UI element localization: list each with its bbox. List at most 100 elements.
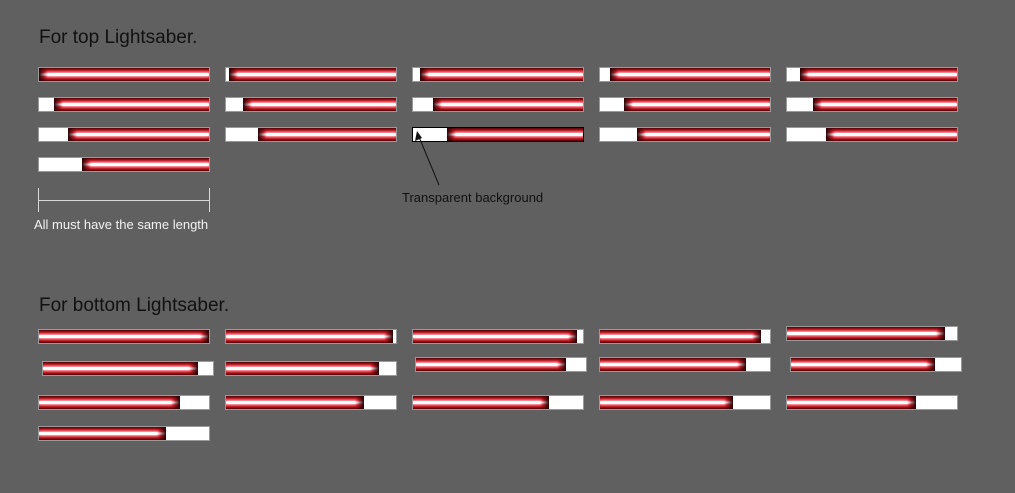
top-saber-frame: [599, 97, 771, 112]
blade-core: [821, 103, 957, 106]
measure-label: All must have the same length: [34, 217, 209, 232]
top-saber-frame: [786, 97, 958, 112]
bottom-saber-frame: [786, 326, 958, 341]
blade-core: [645, 133, 770, 136]
top-saber-frame: [225, 67, 397, 82]
blade-core: [76, 133, 209, 136]
bottom-saber-frame: [38, 395, 210, 410]
blade-core: [416, 363, 558, 366]
lightsaber-blade: [600, 358, 746, 371]
lightsaber-blade: [229, 68, 396, 81]
blade-core: [47, 73, 209, 76]
lightsaber-blade: [226, 330, 393, 343]
lightsaber-blade: [791, 358, 935, 371]
lightsaber-blade: [600, 396, 733, 409]
blade-core: [90, 163, 209, 166]
top-saber-frame: [786, 67, 958, 82]
blade-core: [226, 401, 356, 404]
lightsaber-blade: [243, 98, 396, 111]
lightsaber-blade: [413, 330, 577, 343]
lightsaber-blade: [826, 128, 957, 141]
top-saber-frame: [225, 127, 397, 142]
lightsaber-blade: [39, 427, 166, 440]
blade-core: [413, 335, 569, 338]
bottom-saber-frame: [225, 361, 397, 376]
top-saber-frame: [412, 67, 584, 82]
lightsaber-blade: [813, 98, 957, 111]
top-heading: For top Lightsaber.: [39, 27, 198, 48]
lightsaber-blade: [226, 362, 379, 375]
blade-core: [39, 401, 172, 404]
blade-core: [251, 103, 396, 106]
lightsaber-blade: [600, 330, 761, 343]
blade-core: [441, 103, 583, 106]
top-saber-frame: [38, 67, 210, 82]
blade-core: [39, 335, 201, 338]
top-saber-frame: [225, 97, 397, 112]
blade-core: [600, 401, 725, 404]
top-saber-frame: [599, 67, 771, 82]
blade-core: [791, 363, 927, 366]
lightsaber-blade: [637, 128, 770, 141]
bottom-saber-frame: [412, 395, 584, 410]
bottom-saber-frame: [42, 361, 214, 376]
lightsaber-blade: [610, 68, 770, 81]
blade-core: [39, 432, 158, 435]
lightsaber-blade: [433, 98, 583, 111]
lightsaber-blade: [39, 396, 180, 409]
blade-core: [226, 335, 385, 338]
top-saber-frame: [412, 127, 584, 142]
bottom-saber-frame: [225, 395, 397, 410]
top-saber-frame: [412, 97, 584, 112]
lightsaber-blade: [787, 327, 945, 340]
top-saber-frame: [38, 127, 210, 142]
blade-core: [43, 367, 190, 370]
blade-core: [266, 133, 396, 136]
top-saber-frame: [38, 97, 210, 112]
lightsaber-blade: [624, 98, 770, 111]
bottom-saber-frame: [790, 357, 962, 372]
top-saber-frame: [786, 127, 958, 142]
transparent-background-label: Transparent background: [402, 190, 544, 205]
blade-core: [808, 73, 957, 76]
blade-core: [834, 133, 957, 136]
lightsaber-blade: [43, 362, 198, 375]
top-saber-frame: [38, 157, 210, 172]
blade-core: [632, 103, 770, 106]
lightsaber-blade: [54, 98, 209, 111]
bottom-saber-frame: [415, 357, 587, 372]
blade-core: [455, 133, 583, 136]
blade-core: [618, 73, 770, 76]
blade-core: [600, 363, 738, 366]
blade-core: [237, 73, 396, 76]
blade-core: [428, 73, 583, 76]
bottom-saber-frame: [412, 329, 584, 344]
measure-tick-right: [209, 188, 210, 212]
bottom-heading: For bottom Lightsaber.: [39, 295, 230, 316]
blade-core: [600, 335, 753, 338]
lightsaber-blade: [416, 358, 566, 371]
arrow-line: [418, 136, 440, 186]
measure-line: [38, 200, 210, 201]
lightsaber-blade: [420, 68, 583, 81]
lightsaber-blade: [82, 158, 209, 171]
lightsaber-blade: [226, 396, 364, 409]
blade-core: [413, 401, 541, 404]
bottom-saber-frame: [599, 395, 771, 410]
bottom-saber-frame: [225, 329, 397, 344]
lightsaber-blade: [39, 330, 209, 343]
blade-core: [787, 401, 908, 404]
lightsaber-blade: [68, 128, 209, 141]
lightsaber-blade: [39, 68, 209, 81]
top-saber-frame: [599, 127, 771, 142]
length-measure-bracket: [38, 188, 210, 212]
bottom-saber-frame: [38, 426, 210, 441]
bottom-saber-frame: [786, 395, 958, 410]
lightsaber-blade: [413, 396, 549, 409]
bottom-saber-frame: [599, 357, 771, 372]
blade-core: [62, 103, 209, 106]
blade-core: [787, 332, 937, 335]
lightsaber-blade: [800, 68, 957, 81]
lightsaber-blade: [258, 128, 396, 141]
bottom-saber-frame: [38, 329, 210, 344]
